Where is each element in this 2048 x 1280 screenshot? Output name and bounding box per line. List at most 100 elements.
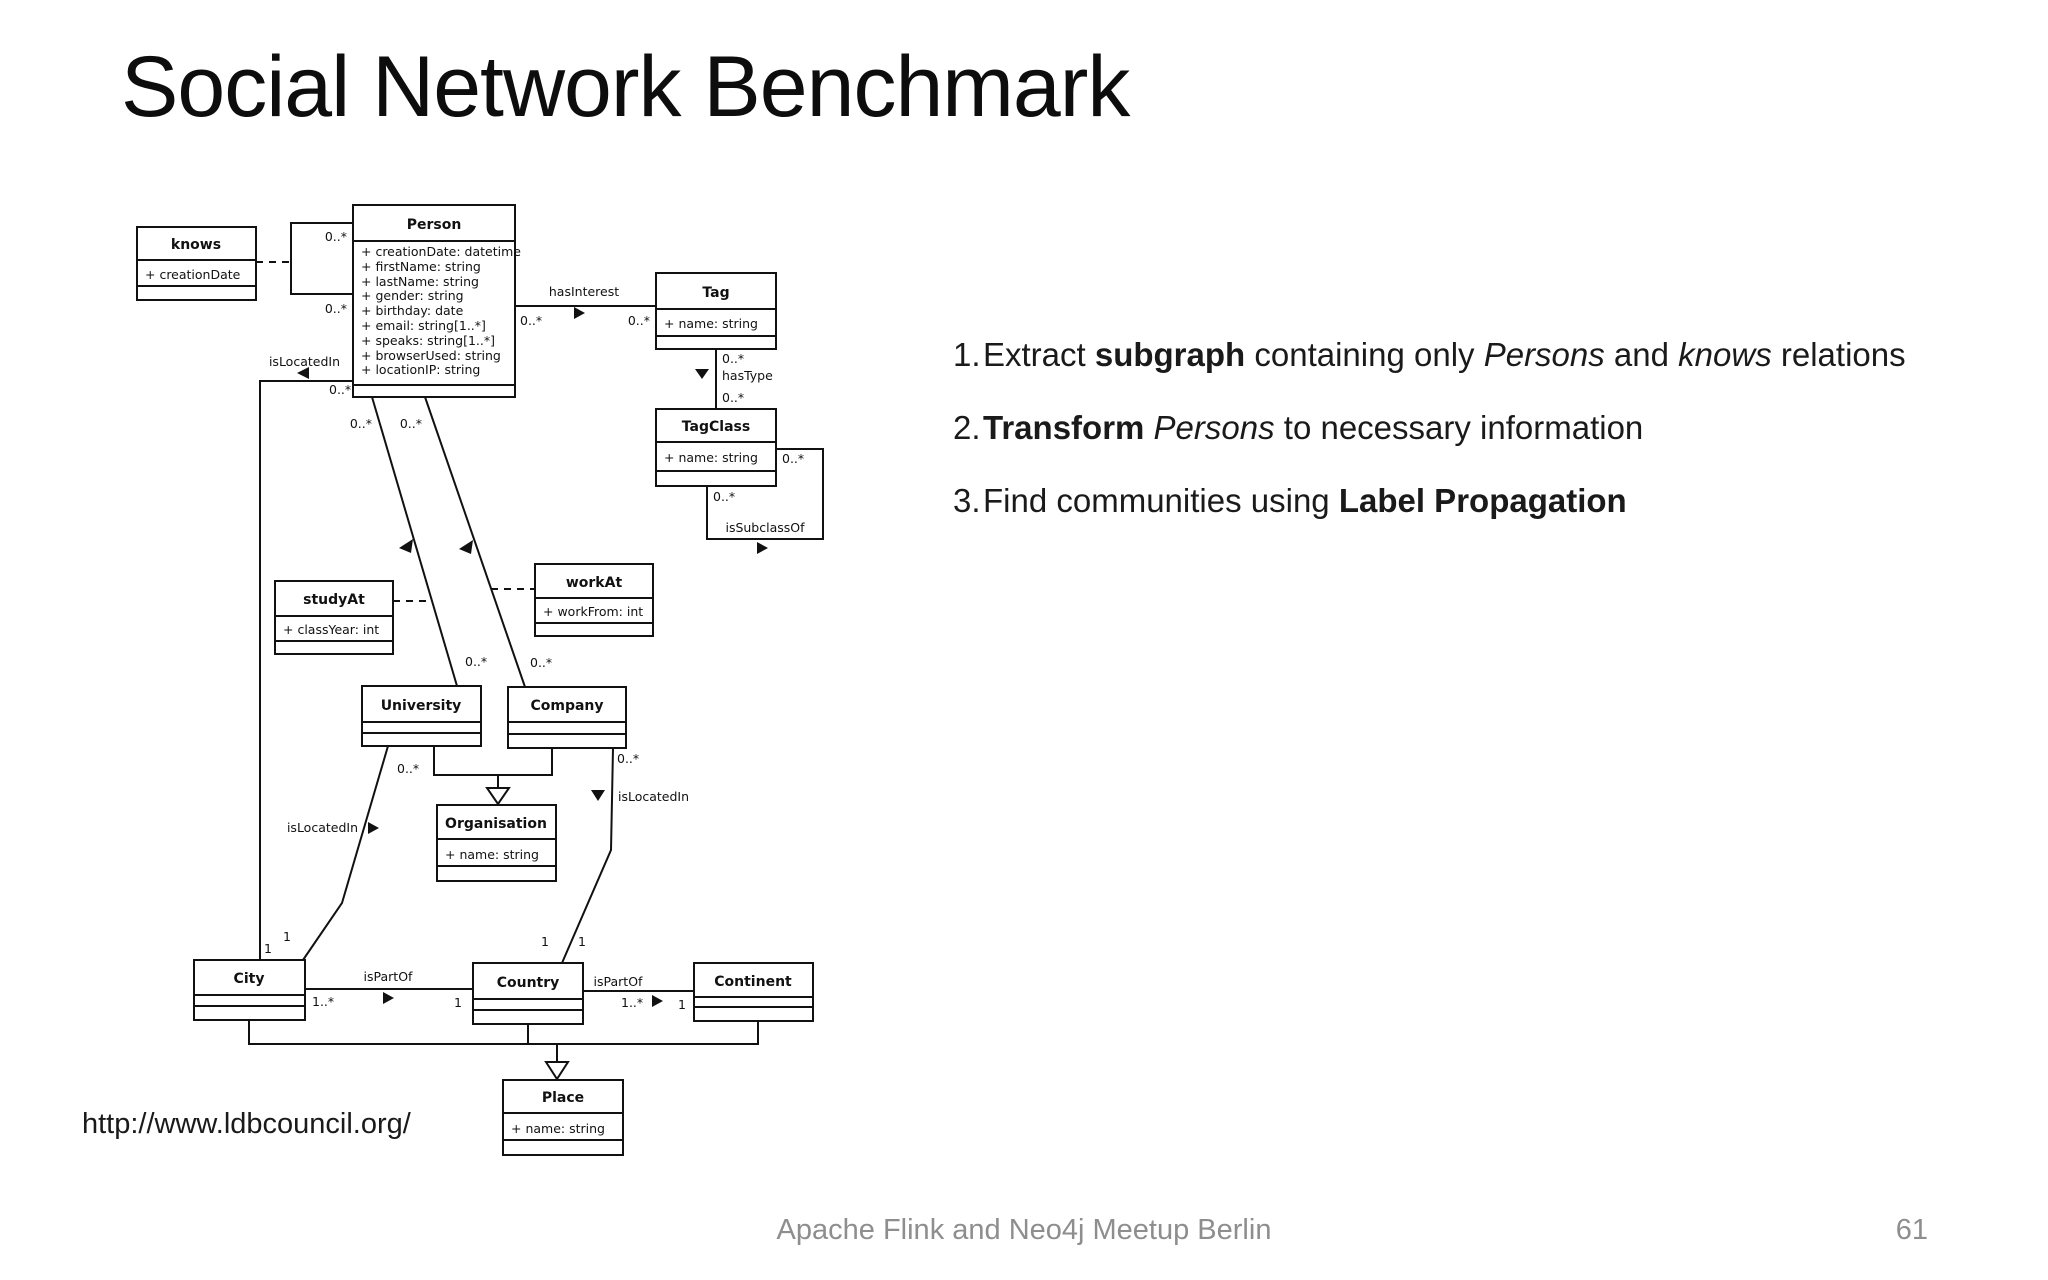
step-number: 2. [953, 409, 981, 446]
svg-text:0..*: 0..* [520, 313, 542, 328]
svg-text:0..*: 0..* [400, 416, 422, 431]
uml-class-city: City [193, 959, 306, 1021]
arrow-right-icon [574, 307, 585, 319]
step-number: 3. [953, 482, 981, 519]
svg-text:hasType: hasType [722, 368, 773, 383]
svg-text:Person: Person [407, 217, 462, 233]
svg-text:+ browserUsed: string: + browserUsed: string [361, 348, 501, 363]
step-3: 3. Find communities using Label Propagat… [953, 482, 1906, 519]
svg-text:0..*: 0..* [530, 655, 552, 670]
arrow-down-icon [591, 790, 605, 801]
step-1: 1. Extract subgraph containing only Pers… [953, 336, 1906, 373]
svg-text:Place: Place [542, 1090, 584, 1106]
svg-text:isPartOf: isPartOf [594, 974, 644, 989]
svg-text:Country: Country [497, 975, 560, 991]
svg-text:Continent: Continent [714, 974, 792, 990]
svg-text:+ gender: string: + gender: string [361, 288, 464, 303]
uml-class-university: University [361, 685, 482, 747]
svg-text:isPartOf: isPartOf [364, 969, 414, 984]
source-url: http://www.ldbcouncil.org/ [82, 1108, 411, 1140]
company-country-isLocatedIn: 0..* isLocatedIn 1 1 [541, 747, 689, 964]
svg-text:isLocatedIn: isLocatedIn [287, 820, 358, 835]
uml-class-country: Country [472, 962, 584, 1025]
svg-text:+ workFrom: int: + workFrom: int [543, 604, 643, 619]
svg-text:0..*: 0..* [397, 761, 419, 776]
svg-text:+ name: string: + name: string [445, 847, 539, 862]
svg-text:+ lastName: string: + lastName: string [361, 274, 479, 289]
svg-text:0..*: 0..* [722, 390, 744, 405]
arrow-right-icon [383, 992, 394, 1004]
uml-class-tagclass: TagClass + name: string [655, 408, 777, 487]
svg-text:TagClass: TagClass [682, 419, 750, 435]
person-city-isLocatedIn: isLocatedIn 0..* 1 [259, 354, 353, 960]
svg-text:workAt: workAt [566, 575, 623, 591]
arrow-left-icon [297, 367, 309, 379]
svg-text:+ birthday: date: + birthday: date [361, 303, 464, 318]
svg-text:1: 1 [264, 941, 272, 956]
svg-text:0..*: 0..* [329, 382, 351, 397]
svg-text:1: 1 [283, 929, 291, 944]
svg-text:City: City [234, 971, 265, 987]
footer-text: Apache Flink and Neo4j Meetup Berlin [776, 1214, 1272, 1246]
uml-class-studyat: studyAt + classYear: int [274, 580, 394, 655]
step-2: 2. Transform Persons to necessary inform… [953, 409, 1906, 446]
step-number: 1. [953, 336, 981, 373]
hasType-association: 0..* hasType 0..* [695, 349, 773, 409]
university-city-isLocatedIn: 0..* isLocatedIn 1 [283, 745, 419, 961]
svg-text:0..*: 0..* [628, 313, 650, 328]
hasInterest-association: hasInterest 0..* 0..* [515, 284, 656, 328]
step-text: Transform Persons to necessary informati… [983, 409, 1644, 446]
arrow-right-icon [368, 822, 379, 834]
uml-class-organisation: Organisation + name: string [436, 804, 557, 882]
arrow-right-icon [652, 995, 663, 1007]
step-text: Find communities using Label Propagation [983, 482, 1627, 519]
svg-text:0..*: 0..* [465, 654, 487, 669]
uml-class-person: Person + creationDate: datetime + firstN… [352, 204, 521, 398]
generalization-triangle-icon [485, 787, 511, 806]
svg-text:isLocatedIn: isLocatedIn [618, 789, 689, 804]
svg-text:studyAt: studyAt [303, 592, 365, 608]
arrow-icon [399, 539, 413, 553]
svg-text:0..*: 0..* [713, 489, 735, 504]
svg-text:0..*: 0..* [722, 351, 744, 366]
generalization-triangle-icon [544, 1061, 570, 1081]
svg-text:0..*: 0..* [617, 751, 639, 766]
svg-text:+ name: string: + name: string [664, 316, 758, 331]
svg-text:isSubclassOf: isSubclassOf [725, 520, 805, 535]
isSubclassOf-self-association: 0..* 0..* isSubclassOf [706, 448, 824, 554]
steps-list: 1. Extract subgraph containing only Pers… [953, 336, 1906, 555]
svg-text:+ name: string: + name: string [664, 450, 758, 465]
svg-text:1: 1 [678, 997, 686, 1012]
svg-text:0..*: 0..* [782, 451, 804, 466]
svg-text:0..*: 0..* [325, 229, 347, 244]
svg-text:isLocatedIn: isLocatedIn [269, 354, 340, 369]
svg-text:+ locationIP: string: + locationIP: string [361, 362, 480, 377]
svg-text:+ creationDate: datetime: + creationDate: datetime [361, 244, 521, 259]
svg-text:+ classYear: int: + classYear: int [283, 622, 379, 637]
uml-class-continent: Continent [693, 962, 814, 1022]
page-number: 61 [1895, 1214, 1928, 1246]
svg-text:1..*: 1..* [621, 995, 643, 1010]
svg-text:+ name: string: + name: string [511, 1121, 605, 1136]
organisation-generalization [433, 746, 553, 806]
uml-class-place: Place + name: string [502, 1079, 624, 1156]
svg-text:hasInterest: hasInterest [549, 284, 619, 299]
svg-text:0..*: 0..* [325, 301, 347, 316]
page-title: Social Network Benchmark [121, 39, 1130, 135]
svg-text:University: University [381, 698, 462, 714]
svg-text:+ speaks: string[1..*]: + speaks: string[1..*] [361, 333, 495, 348]
svg-text:knows: knows [171, 237, 221, 253]
arrow-down-icon [695, 369, 709, 379]
arrow-right-icon [757, 542, 768, 554]
svg-text:Organisation: Organisation [445, 816, 547, 832]
svg-text:1: 1 [454, 995, 462, 1010]
svg-text:Company: Company [530, 698, 603, 714]
arrow-icon [459, 540, 473, 554]
place-generalization [248, 1020, 759, 1081]
svg-text:+ firstName: string: + firstName: string [361, 259, 481, 274]
uml-class-knows: knows + creationDate [136, 226, 257, 301]
person-company-association: 0..* 0..* [400, 396, 552, 688]
svg-text:Tag: Tag [702, 285, 729, 301]
svg-text:1: 1 [578, 934, 586, 949]
